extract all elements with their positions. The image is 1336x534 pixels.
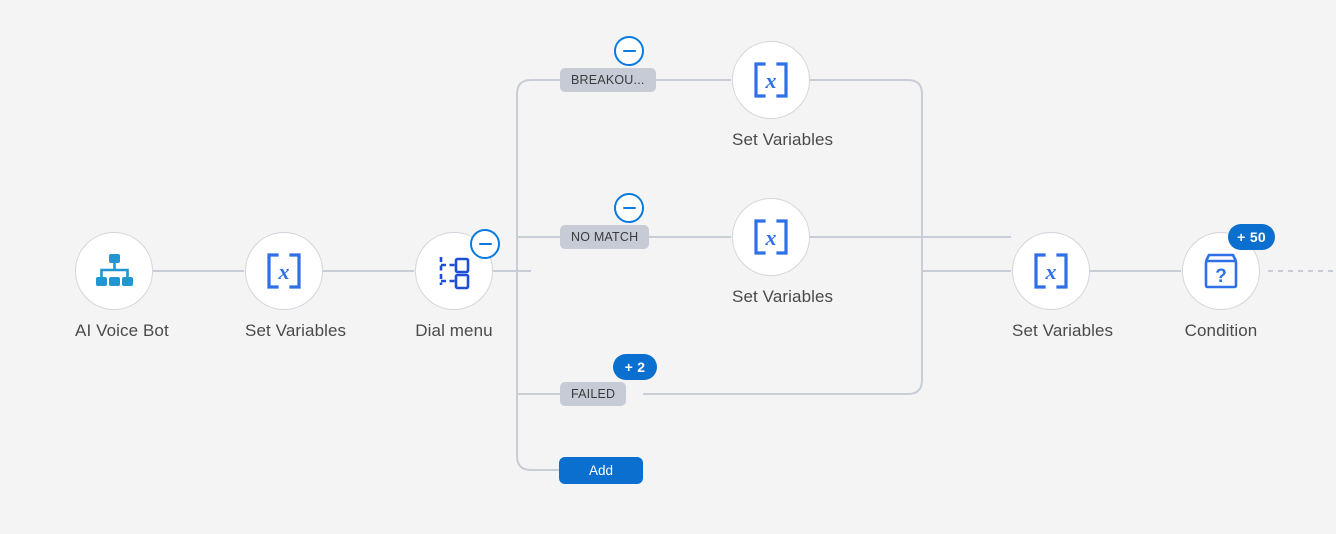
breakout-collapse-badge[interactable] [614, 36, 644, 66]
box-question-icon: ? [1201, 252, 1241, 290]
node-set-variables-breakout[interactable]: x Set Variables [732, 41, 834, 150]
node-circle[interactable]: x [245, 232, 323, 310]
node-circle[interactable] [75, 232, 153, 310]
node-condition[interactable]: ? + 50 Condition [1182, 224, 1275, 341]
brackets-x-icon: x [750, 60, 792, 100]
node-label: Dial menu [415, 321, 493, 340]
svg-text:x: x [765, 225, 777, 250]
node-label: Condition [1184, 321, 1258, 340]
branch-label-text: BREAKOU... [571, 73, 645, 87]
branch-label-text: FAILED [571, 387, 616, 401]
node-circle[interactable]: ? + 50 [1182, 224, 1275, 310]
node-label: Set Variables [1012, 321, 1114, 340]
node-set-variables-merge[interactable]: x Set Variables [1012, 232, 1114, 341]
no-match-collapse-badge[interactable] [614, 193, 644, 223]
node-circle[interactable]: x [732, 41, 810, 119]
node-set-variables-1[interactable]: x Set Variables [245, 232, 347, 341]
add-branch-button[interactable]: Add [559, 457, 643, 484]
node-label: AI Voice Bot [75, 321, 169, 340]
node-label: Set Variables [732, 287, 834, 306]
node-label: Set Variables [732, 130, 834, 149]
branch-label-text: NO MATCH [571, 230, 639, 244]
svg-text:?: ? [1215, 266, 1227, 287]
dial-menu-tree-icon [433, 251, 475, 291]
svg-text:x: x [1045, 259, 1057, 284]
brackets-x-icon: x [263, 251, 305, 291]
node-dial-menu[interactable]: Dial menu [415, 229, 500, 341]
brackets-x-icon: x [1030, 251, 1072, 291]
branch-label-breakout[interactable]: BREAKOU... [560, 68, 656, 92]
dial-menu-collapse-badge[interactable] [470, 229, 500, 259]
brackets-x-icon: x [750, 217, 792, 257]
node-label: Set Variables [245, 321, 347, 340]
node-ai-voice-bot[interactable]: AI Voice Bot [75, 232, 169, 341]
condition-add-badge[interactable]: + 50 [1228, 224, 1275, 250]
node-circle[interactable] [415, 229, 500, 310]
node-circle[interactable]: x [732, 198, 810, 276]
org-chart-icon [94, 253, 134, 289]
node-set-variables-no-match[interactable]: x Set Variables [732, 198, 834, 307]
branch-label-no-match[interactable]: NO MATCH [560, 225, 650, 249]
branch-label-failed[interactable]: FAILED [560, 382, 627, 406]
svg-text:x: x [765, 68, 777, 93]
failed-add-badge[interactable]: + 2 [613, 354, 657, 380]
node-circle[interactable]: x [1012, 232, 1090, 310]
svg-text:x: x [278, 259, 290, 284]
